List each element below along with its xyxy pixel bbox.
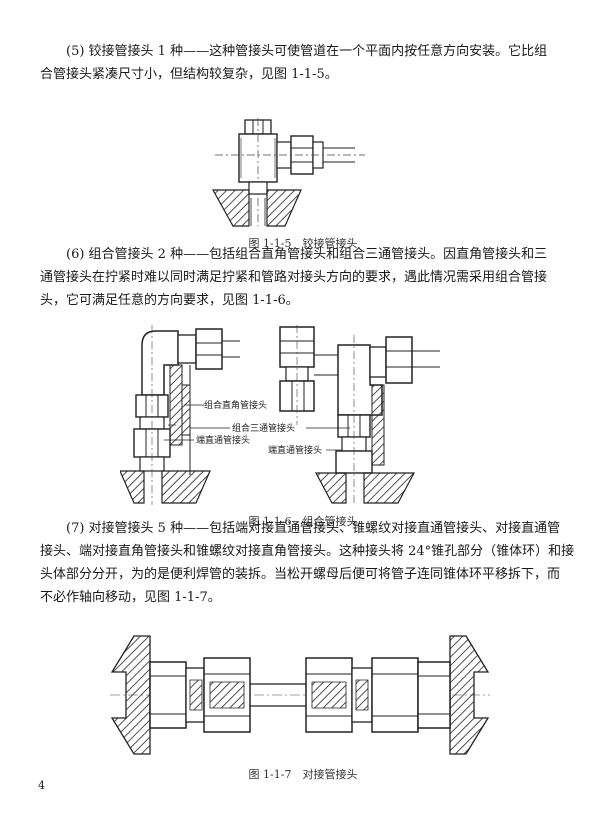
page-number: 4 xyxy=(38,779,45,792)
label-combo-elbow: 组合直角管接头 xyxy=(204,399,267,411)
label-end-straight-left: 端直通管接头 xyxy=(196,434,250,446)
label-end-straight-right: 端直通管接头 xyxy=(268,444,322,456)
figure-hinged-fitting xyxy=(211,118,365,227)
paragraph-line: (5) 铰接管接头 1 种——这种管接头可使管道在一个平面内按任意方向安装。它比… xyxy=(66,44,548,59)
paragraph-line: (6) 组合管接头 2 种——包括组合直角管接头和组合三通管接头。因直角管接头和… xyxy=(66,247,548,262)
paragraph-butt-fitting: (7) 对接管接头 5 种——包括端对接直通管接头、锥螺纹对接直通管接头、对接直… xyxy=(40,517,576,609)
paragraph-line: (7) 对接管接头 5 种——包括端对接直通管接头、锥螺纹对接直通管接头、对接直… xyxy=(66,521,561,536)
label-combo-tee: 组合三通管接头 xyxy=(232,422,295,434)
figure-caption: 图 1-1-5 铰接管接头 xyxy=(248,237,358,250)
paragraph-line: 通管接头在拧紧时难以同时满足拧紧和管路对接头方向的要求，遇此情况需采用组合管接 xyxy=(40,270,548,285)
paragraph-combination-fitting: (6) 组合管接头 2 种——包括组合直角管接头和组合三通管接头。因直角管接头和… xyxy=(40,243,576,312)
figure-caption: 图 1-1-7 对接管接头 xyxy=(248,768,358,781)
paragraph-line: 不必作轴向移动，见图 1-1-7。 xyxy=(40,590,221,605)
paragraph-line: 接头、端对接直角管接头和锥螺纹对接直角管接头。这种接头将 24°锥孔部分（锥体环… xyxy=(40,544,575,559)
paragraph-line: 头体部分分开，为的是便利焊管的装拆。当松开螺母后便可将管子连同锥体环平移拆下，而 xyxy=(40,567,561,582)
paragraph-line: 合管接头紧凑尺寸小，但结构较复杂，见图 1-1-5。 xyxy=(40,67,338,82)
figure-caption: 图 1-1-6 组合管接头 xyxy=(248,515,358,528)
figure-butt-fitting xyxy=(110,635,490,755)
figure-combination-fitting: 组合直角管接头 组合三通管接头 端直通管接头 端直通管接头 xyxy=(120,325,440,505)
paragraph-line: 头，它可满足任意的方向要求，见图 1-1-6。 xyxy=(40,293,299,308)
paragraph-hinged-fitting: (5) 铰接管接头 1 种——这种管接头可使管道在一个平面内按任意方向安装。它比… xyxy=(40,40,576,86)
